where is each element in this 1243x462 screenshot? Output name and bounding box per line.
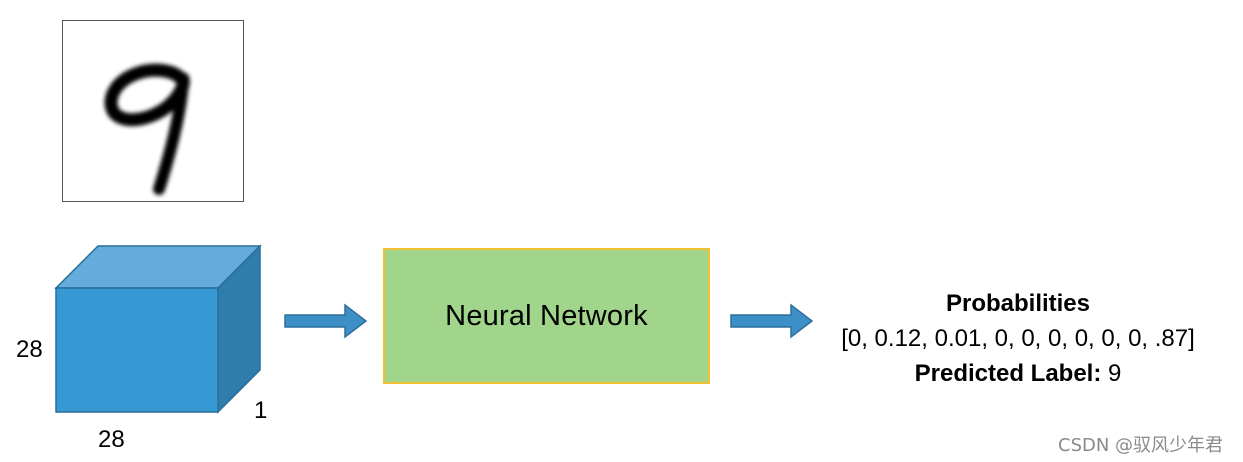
right-arrow-icon — [730, 303, 814, 339]
probabilities-title: Probabilities — [945, 290, 1091, 317]
handwritten-nine-glyph — [104, 63, 190, 195]
watermark: CSDN @驭风少年君 — [1058, 435, 1224, 456]
neural-network-box: Neural Network — [383, 248, 710, 384]
output-block: Probabilities [0, 0.12, 0.01, 0, 0, 0, 0… — [818, 286, 1218, 391]
predicted-label-line: Predicted Label: 9 — [818, 356, 1218, 391]
predicted-label-value: 9 — [1101, 360, 1122, 387]
neural-network-label: Neural Network — [445, 299, 648, 332]
cube-depth-label: 1 — [254, 397, 268, 424]
input-tensor-cube — [54, 244, 262, 414]
cube-front-face — [55, 287, 219, 413]
probabilities-vector: [0, 0.12, 0.01, 0, 0, 0, 0, 0, 0, .87] — [841, 325, 1195, 352]
right-arrow-icon — [284, 303, 368, 339]
predicted-label-key: Predicted Label: — [914, 360, 1102, 387]
digit-image — [62, 20, 244, 202]
cube-height-label: 28 — [16, 336, 43, 363]
cube-width-label: 28 — [98, 426, 125, 453]
